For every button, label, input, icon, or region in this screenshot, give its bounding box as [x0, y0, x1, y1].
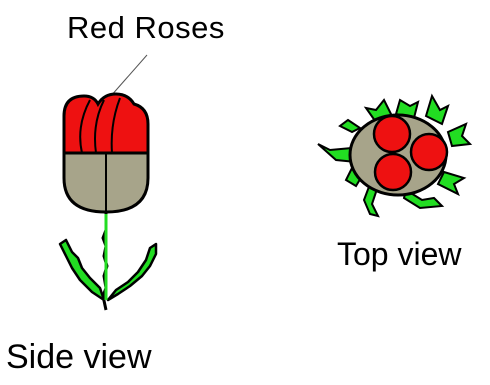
top-petal-3	[375, 154, 411, 190]
side-petals	[64, 94, 148, 153]
top-leaf-right	[448, 124, 470, 146]
top-petal-1	[374, 116, 410, 152]
side-right-leaf	[108, 244, 156, 300]
side-left-leaf	[60, 240, 104, 300]
side-view-rose	[60, 94, 156, 310]
top-leaf-lower-right	[438, 172, 464, 194]
top-view-rose	[318, 96, 470, 216]
top-leaf-mid-left	[340, 120, 360, 132]
top-leaf-upper-right	[426, 96, 448, 124]
title-pointer-line	[110, 55, 147, 97]
top-petal-2	[411, 134, 447, 170]
